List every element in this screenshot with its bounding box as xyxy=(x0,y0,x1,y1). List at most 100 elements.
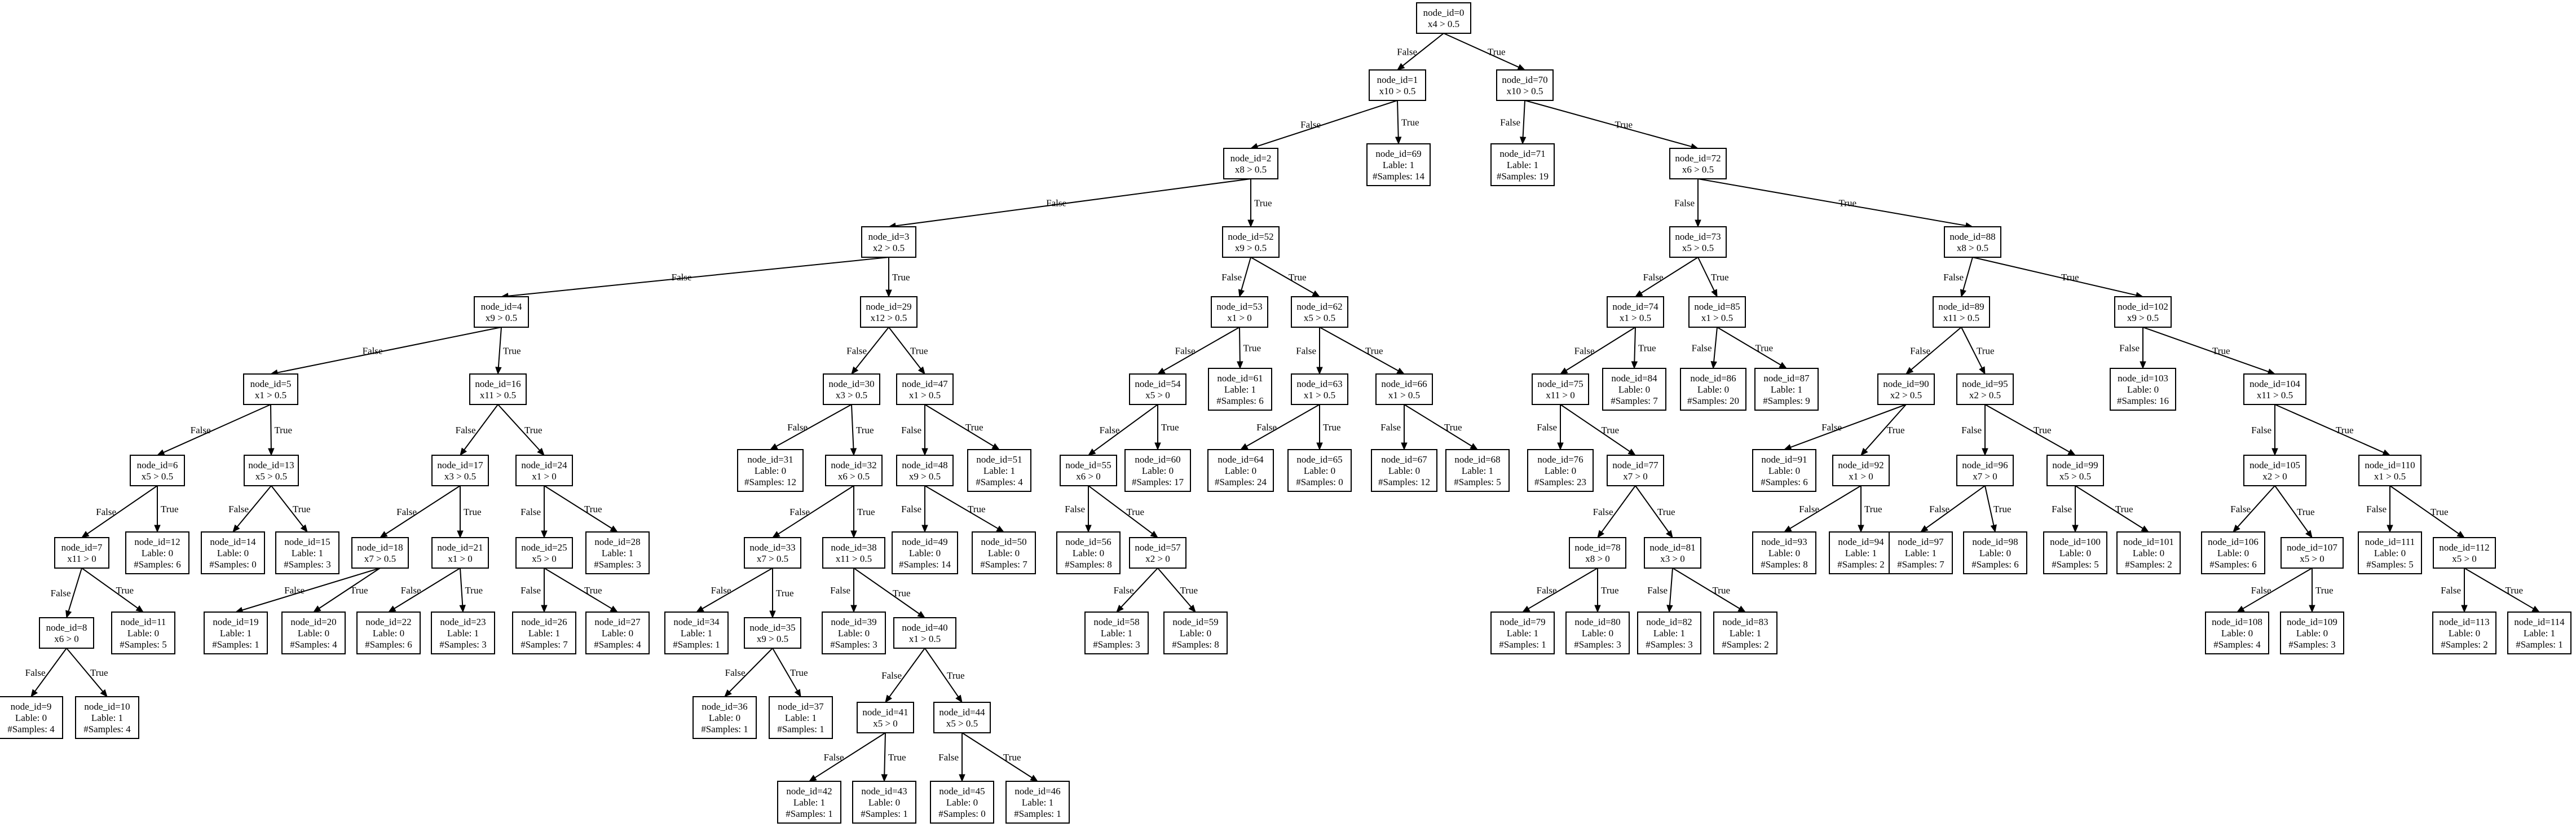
edge-label: True xyxy=(1713,585,1731,596)
edge-label: True xyxy=(161,504,179,514)
edge-line xyxy=(1911,327,1962,371)
edge-25-27: True xyxy=(544,568,619,613)
edge-label: False xyxy=(1114,585,1134,596)
node-condition-text: x5 > 0 xyxy=(532,553,557,564)
node-samples-text: #Samples: 14 xyxy=(899,559,951,570)
edge-6-7: False xyxy=(81,485,158,538)
node-id-text: node_id=89 xyxy=(1938,301,1984,312)
edge-line xyxy=(34,648,67,692)
edge-label: False xyxy=(1046,198,1066,209)
edge-label: False xyxy=(1593,507,1613,517)
node-condition-text: x1 > 0.5 xyxy=(1388,390,1420,401)
node-id-text: node_id=2 xyxy=(1230,153,1272,164)
node-id-text: node_id=27 xyxy=(594,617,641,627)
edge-label: False xyxy=(456,425,476,436)
node-condition-text: x7 > 0 xyxy=(1623,471,1648,482)
edge-label: True xyxy=(1638,343,1656,354)
edge-21-22: False xyxy=(387,568,461,613)
node-label-text: Lable: 0 xyxy=(1768,548,1800,558)
node-id-text: node_id=49 xyxy=(902,536,947,547)
edge-line xyxy=(1669,568,1673,606)
node-samples-text: #Samples: 1 xyxy=(1499,639,1546,650)
edge-arrowhead xyxy=(610,525,619,533)
edge-arrowhead xyxy=(724,689,732,697)
node-label-text: Lable: 0 xyxy=(602,628,633,639)
edge-17-21: True xyxy=(457,486,482,539)
edge-arrowhead xyxy=(1087,448,1096,456)
edge-52-62: True xyxy=(1250,257,1321,297)
edge-label: False xyxy=(228,504,249,514)
node-condition-text: x11 > 0.5 xyxy=(2257,390,2293,401)
edge-label: True xyxy=(1839,198,1857,209)
edge-0-1: False xyxy=(1396,33,1444,71)
node-id-text: node_id=55 xyxy=(1065,460,1111,470)
edge-arrowhead xyxy=(917,611,926,618)
node-box xyxy=(1532,373,1589,405)
node-samples-text: #Samples: 6 xyxy=(365,639,412,650)
node-condition-text: x7 > 0.5 xyxy=(364,553,396,564)
node-box xyxy=(1375,373,1433,405)
node-id-text: node_id=43 xyxy=(861,786,907,797)
node-box xyxy=(1688,296,1746,328)
node-id-text: node_id=85 xyxy=(1694,301,1740,312)
node-samples-text: #Samples: 5 xyxy=(2366,559,2414,570)
node-box xyxy=(431,455,489,486)
edge-arrowhead xyxy=(81,531,90,538)
edge-label: False xyxy=(725,667,746,678)
edge-label: False xyxy=(711,585,731,596)
node-id-text: node_id=54 xyxy=(1135,379,1181,389)
node-label-text: Lable: 0 xyxy=(1582,628,1613,639)
node-samples-text: #Samples: 23 xyxy=(1534,477,1586,487)
node-label-text: Lable: 0 xyxy=(2133,548,2164,558)
edge-label: True xyxy=(1127,507,1145,517)
edge-1-69: True xyxy=(1395,100,1419,145)
edge-label: True xyxy=(1977,346,1995,357)
edge-arrowhead xyxy=(1737,605,1746,613)
edge-line xyxy=(1672,568,1740,609)
edge-arrowhead xyxy=(808,775,817,782)
edge-arrowhead xyxy=(135,605,144,613)
node-id-text: node_id=105 xyxy=(2249,460,2300,470)
edge-label: True xyxy=(1401,117,1419,128)
node-condition-text: x1 > 0.5 xyxy=(1701,313,1733,323)
edge-110-111: False xyxy=(2366,486,2393,533)
node-box xyxy=(1163,612,1228,654)
node-samples-text: #Samples: 3 xyxy=(284,559,331,570)
node-samples-text: #Samples: 1 xyxy=(701,724,748,734)
edge-line xyxy=(1157,568,1192,608)
edge-arrowhead xyxy=(1316,367,1323,375)
edge-line xyxy=(961,732,1033,778)
edge-5-6: False xyxy=(156,404,271,456)
node-samples-text: #Samples: 6 xyxy=(1216,395,1264,406)
node-label-text: Lable: 0 xyxy=(2221,628,2253,639)
edge-arrowhead xyxy=(850,448,857,456)
node-box xyxy=(892,531,958,574)
edge-line xyxy=(1697,257,1715,291)
node-condition-text: x8 > 0 xyxy=(1585,553,1610,564)
node-box xyxy=(769,696,833,739)
edge-label: False xyxy=(25,667,46,678)
edge-label: False xyxy=(1537,422,1557,433)
edge-arrowhead xyxy=(1085,525,1092,533)
edge-label: False xyxy=(1537,585,1557,596)
edge-label: False xyxy=(672,272,692,283)
node-label-text: Lable: 0 xyxy=(15,712,47,723)
edge-arrowhead xyxy=(65,610,72,619)
edge-arrowhead xyxy=(1711,289,1718,298)
node-samples-text: #Samples: 20 xyxy=(1687,395,1739,406)
edge-line xyxy=(1088,485,1153,534)
node-id-text: node_id=114 xyxy=(2514,617,2565,627)
edge-arrowhead xyxy=(918,366,925,375)
node-label-text: Lable: 0 xyxy=(2127,384,2159,395)
edge-label: True xyxy=(524,425,542,436)
